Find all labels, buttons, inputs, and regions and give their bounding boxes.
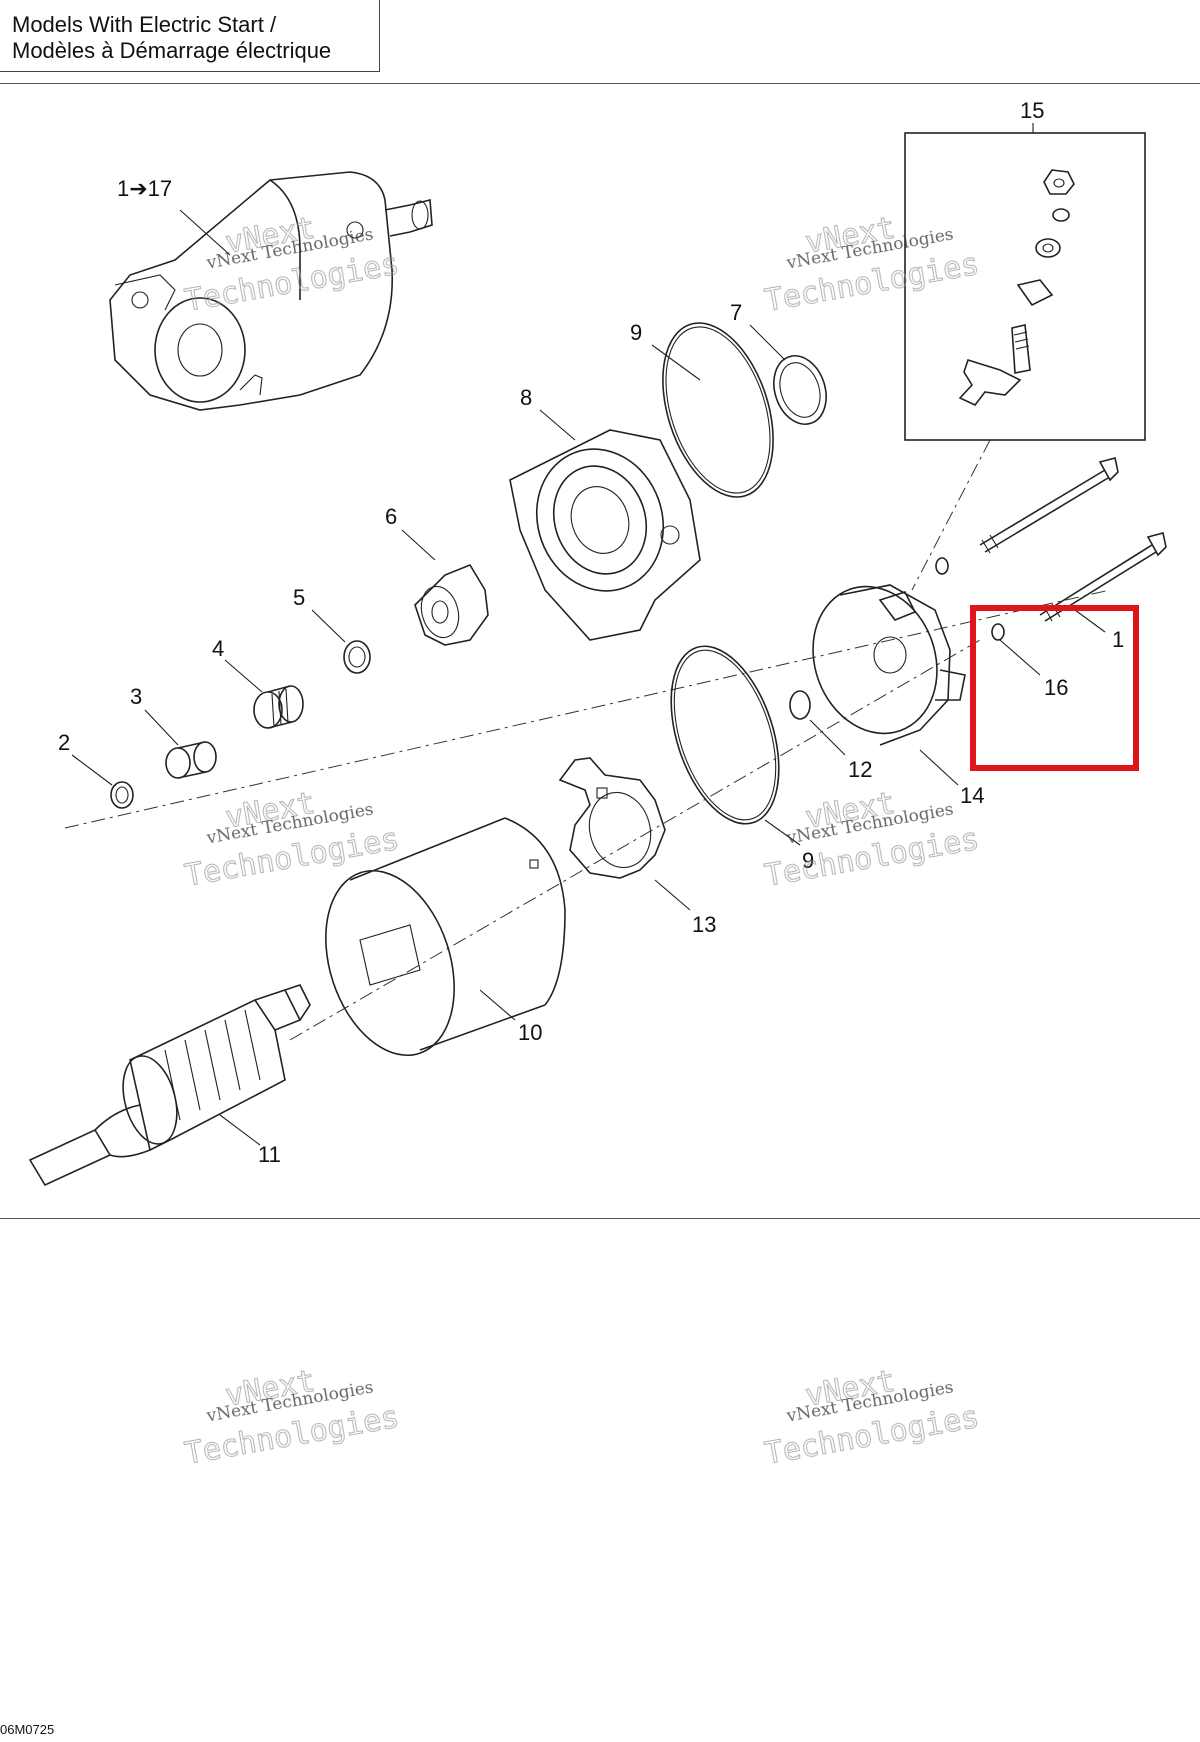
callout-12: 12	[848, 757, 872, 782]
starter-motor-assembly	[109, 171, 433, 411]
armature-11	[28, 984, 311, 1187]
callout-8: 8	[520, 385, 532, 410]
callout-5: 5	[293, 585, 305, 610]
callout-4: 4	[212, 636, 224, 661]
assembly-axis	[64, 589, 1111, 829]
callout-1: 1	[1112, 627, 1124, 652]
spring-4	[253, 685, 304, 729]
callout-6: 6	[385, 504, 397, 529]
yoke-10	[325, 817, 566, 1057]
watermark-group: vNext vNext Technologies Technologies vN…	[182, 210, 983, 1472]
o-ring-9-lower	[670, 645, 780, 825]
drive-housing-8	[509, 429, 701, 641]
callout-9-lower: 9	[802, 848, 814, 873]
o-ring-9-upper	[662, 322, 774, 498]
callout-16: 16	[1044, 675, 1068, 700]
terminal-hardware-kit	[958, 169, 1075, 406]
callout-15: 15	[1020, 98, 1044, 123]
collar-3	[165, 741, 217, 779]
through-bolts-1	[979, 457, 1167, 622]
callout-1-to-17: 1➔17	[117, 176, 172, 201]
drawing-code: 06M0725	[0, 1722, 55, 1737]
washer-16-lower	[991, 623, 1005, 641]
callout-2: 2	[58, 730, 70, 755]
end-housing-14	[812, 584, 966, 746]
callout-14: 14	[960, 783, 984, 808]
bottom-divider	[0, 1218, 1200, 1219]
detail-leader	[911, 439, 991, 591]
callout-3: 3	[130, 684, 142, 709]
callout-9-upper: 9	[630, 320, 642, 345]
armature-axis	[289, 639, 981, 1041]
ring-5	[343, 640, 371, 674]
callout-11: 11	[258, 1142, 281, 1167]
leader-lines	[71, 123, 1106, 1146]
brush-plate-13	[558, 757, 666, 879]
highlight-box-part-16	[970, 605, 1139, 771]
title-line-french: Modèles à Démarrage électrique	[12, 38, 332, 63]
pinion-gear-6	[414, 564, 489, 646]
callout-10: 10	[518, 1020, 542, 1045]
top-divider	[0, 83, 1200, 84]
ring-2	[110, 781, 134, 809]
o-ring-12	[789, 690, 811, 720]
diagram-title: Models With Electric Start / Modèles à D…	[0, 0, 380, 72]
callout-13: 13	[692, 912, 716, 937]
washer-16-upper	[935, 557, 949, 575]
detail-box-15	[904, 132, 1146, 441]
washer-7	[773, 355, 827, 425]
title-line-english: Models With Electric Start /	[12, 12, 277, 37]
callout-7: 7	[730, 300, 742, 325]
